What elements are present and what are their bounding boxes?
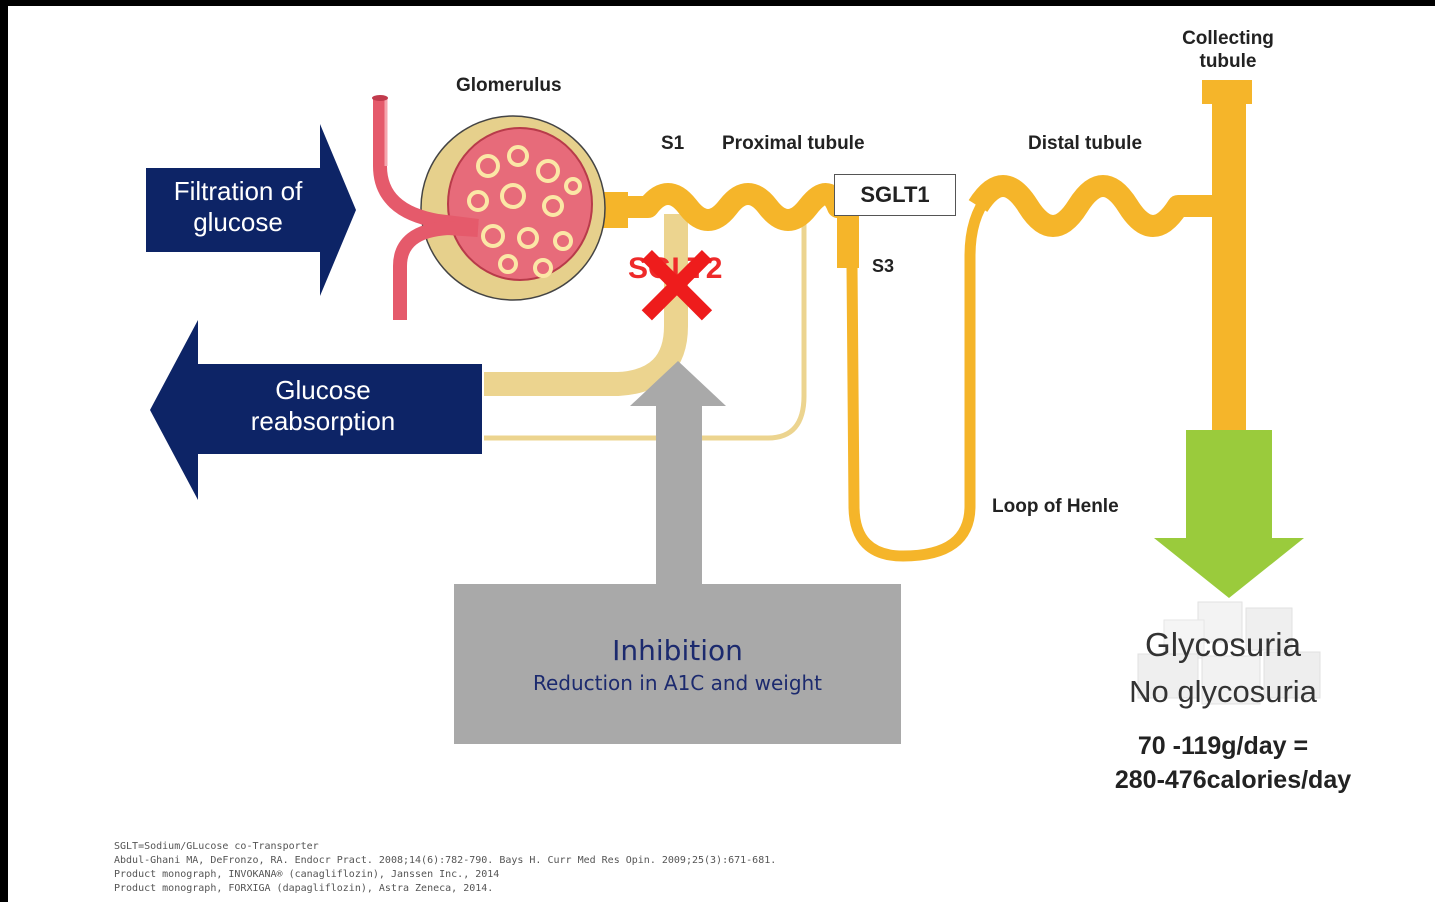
- reference-line: Product monograph, FORXIGA (dapagliflozi…: [114, 882, 776, 896]
- glucose-amount: 70 -119g/day =: [1108, 732, 1338, 761]
- loop-of-henle: [848, 196, 988, 556]
- reference-line: SGLT=Sodium/GLucose co-Transporter: [114, 840, 776, 854]
- no-glycosuria-label: No glycosuria: [1108, 674, 1338, 710]
- glycosuria-arrow-shaft: [1186, 430, 1272, 538]
- glomerulus-icon: [372, 95, 605, 320]
- inhibition-subtitle: Reduction in A1C and weight: [454, 671, 901, 695]
- proximal-tubule-label: Proximal tubule: [722, 133, 865, 155]
- filtration-line2: glucose: [158, 207, 318, 238]
- s3-label: S3: [872, 256, 894, 277]
- calories-amount: 280-476calories/day: [1088, 766, 1378, 795]
- inhibition-box: Inhibition Reduction in A1C and weight: [454, 584, 901, 744]
- reabsorption-label: Glucose reabsorption: [228, 375, 418, 437]
- slide: Glomerulus S1 Proximal tubule Distal tub…: [8, 6, 1435, 902]
- filtration-label: Filtration of glucose: [158, 176, 318, 238]
- proximal-tubule: [600, 194, 848, 220]
- distal-tubule-label: Distal tubule: [1028, 133, 1142, 155]
- reabsorption-line1: Glucose: [228, 375, 418, 406]
- sglt1-label: SGLT1: [834, 174, 956, 216]
- reference-line: Product monograph, INVOKANA® (canagliflo…: [114, 868, 776, 882]
- collecting-tubule-line1: Collecting: [1170, 27, 1286, 50]
- loop-of-henle-label: Loop of Henle: [992, 496, 1119, 518]
- inhibition-title: Inhibition: [454, 634, 901, 667]
- distal-tubule: [978, 186, 1228, 226]
- sglt2-blocked-x-icon: ✕: [630, 232, 724, 344]
- collecting-tubule: [1212, 102, 1246, 432]
- inhibition-arrow-shaft: [656, 406, 702, 586]
- references: SGLT=Sodium/GLucose co-Transporter Abdul…: [114, 840, 776, 896]
- filtration-line1: Filtration of: [158, 176, 318, 207]
- reference-line: Abdul-Ghani MA, DeFronzo, RA. Endocr Pra…: [114, 854, 776, 868]
- glycosuria-arrow-head: [1154, 538, 1304, 598]
- collecting-tubule-cap: [1202, 80, 1252, 104]
- glycosuria-label: Glycosuria: [1118, 626, 1328, 664]
- collecting-tubule-line2: tubule: [1170, 50, 1286, 73]
- glomerulus-label: Glomerulus: [456, 75, 562, 97]
- collecting-tubule-label: Collecting tubule: [1170, 27, 1286, 73]
- s1-label: S1: [661, 133, 684, 155]
- reabsorption-line2: reabsorption: [228, 406, 418, 437]
